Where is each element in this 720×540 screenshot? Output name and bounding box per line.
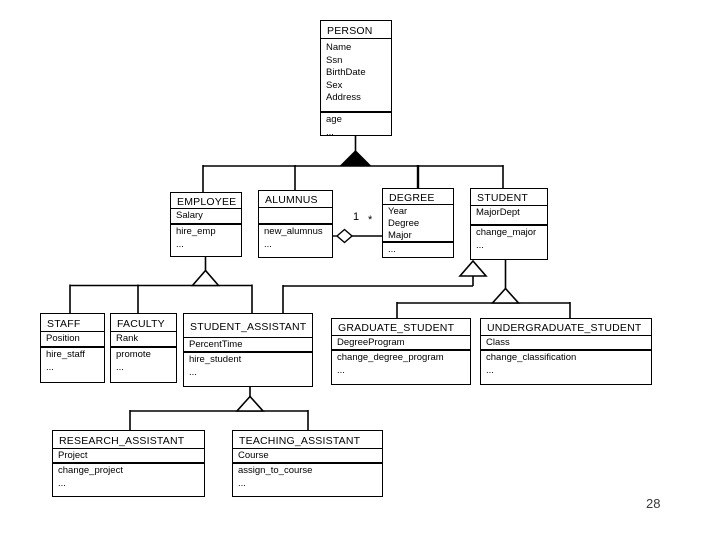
attribute-row: Course bbox=[238, 450, 269, 461]
class-operations: hire_emp ... bbox=[171, 225, 241, 256]
operation-row: new_alumnus bbox=[264, 226, 323, 237]
operation-row: hire_student bbox=[189, 354, 242, 365]
class-operations: change_degree_program ... bbox=[332, 351, 470, 384]
operation-row: promote bbox=[116, 349, 151, 360]
class-title: TEACHING_ASSISTANT bbox=[233, 431, 382, 449]
class-attributes: Project bbox=[53, 449, 204, 464]
attribute-row: Year bbox=[388, 206, 408, 217]
operation-row: hire_staff bbox=[46, 349, 85, 360]
student-open-triangle-bottom-icon bbox=[490, 287, 521, 304]
cardinality-one-label: 1 bbox=[353, 211, 360, 223]
attribute-row: Project bbox=[58, 450, 88, 461]
class-attributes: Course bbox=[233, 449, 382, 464]
operation-row: ... bbox=[476, 239, 484, 251]
class-operations: new_alumnus ... bbox=[259, 225, 332, 257]
page-number: 28 bbox=[646, 496, 661, 511]
attribute-row: Position bbox=[46, 333, 80, 344]
class-operations: ... bbox=[383, 243, 453, 257]
class-attributes: Salary bbox=[171, 209, 241, 225]
class-title: GRADUATE_STUDENT bbox=[332, 319, 470, 336]
class-title: STUDENT_ASSISTANT bbox=[184, 314, 312, 338]
class-operations: promote ... bbox=[111, 348, 176, 382]
attribute-row: Ssn bbox=[326, 54, 343, 66]
class-attributes bbox=[259, 208, 332, 225]
operation-row: ... bbox=[189, 366, 197, 378]
class-attributes: MajorDept bbox=[471, 206, 547, 226]
attribute-row: Name bbox=[326, 42, 352, 53]
class-box-undergraduate-student: UNDERGRADUATE_STUDENT Class change_class… bbox=[480, 318, 652, 385]
class-title: FACULTY bbox=[111, 314, 176, 332]
student-open-triangle-left-icon bbox=[458, 259, 488, 277]
class-operations: change_classification ... bbox=[481, 351, 651, 384]
attribute-row: Class bbox=[486, 337, 510, 348]
operation-row: ... bbox=[238, 477, 246, 489]
class-title: STUDENT bbox=[471, 189, 547, 206]
attribute-row: Major bbox=[388, 230, 412, 241]
operation-row: ... bbox=[58, 477, 66, 489]
class-attributes: DegreeProgram bbox=[332, 336, 470, 351]
class-operations: change_project ... bbox=[53, 464, 204, 496]
class-box-student: STUDENT MajorDept change_major ... bbox=[470, 188, 548, 260]
operation-row: ... bbox=[264, 238, 272, 250]
attribute-row: Rank bbox=[116, 333, 139, 344]
attribute-row: BirthDate bbox=[326, 67, 366, 78]
cardinality-many-label: * bbox=[368, 214, 373, 226]
operation-row: change_classification bbox=[486, 352, 577, 363]
operation-row: ... bbox=[46, 361, 54, 373]
class-box-alumnus: ALUMNUS new_alumnus ... bbox=[258, 190, 333, 258]
class-box-degree: DEGREE Year Degree Major ... bbox=[382, 188, 454, 258]
class-title: ALUMNUS bbox=[259, 191, 332, 208]
class-title: UNDERGRADUATE_STUDENT bbox=[481, 319, 651, 336]
class-attributes: Class bbox=[481, 336, 651, 351]
class-box-staff: STAFF Position hire_staff ... bbox=[40, 313, 105, 383]
attribute-row: PercentTime bbox=[189, 339, 243, 350]
class-operations: age ... bbox=[321, 113, 391, 135]
person-filled-triangle-icon bbox=[339, 150, 372, 166]
class-operations: hire_student ... bbox=[184, 353, 312, 386]
operation-row: change_major bbox=[476, 227, 537, 238]
operation-row: ... bbox=[337, 364, 345, 376]
class-title: EMPLOYEE bbox=[171, 193, 241, 209]
class-title: DEGREE bbox=[383, 189, 453, 205]
operation-row: assign_to_course bbox=[238, 465, 313, 476]
operation-row: ... bbox=[486, 364, 494, 376]
operation-row: change_project bbox=[58, 465, 123, 476]
attribute-row: Address bbox=[326, 92, 361, 103]
operation-row: hire_emp bbox=[176, 226, 216, 237]
class-box-research-assistant: RESEARCH_ASSISTANT Project change_projec… bbox=[52, 430, 205, 497]
attribute-row: Salary bbox=[176, 210, 203, 221]
class-title: STAFF bbox=[41, 314, 104, 332]
class-attributes: Position bbox=[41, 332, 104, 348]
attribute-row: Sex bbox=[326, 79, 343, 91]
class-box-student-assistant: STUDENT_ASSISTANT PercentTime hire_stude… bbox=[183, 313, 313, 387]
class-title: RESEARCH_ASSISTANT bbox=[53, 431, 204, 449]
class-box-employee: EMPLOYEE Salary hire_emp ... bbox=[170, 192, 242, 257]
attribute-row: MajorDept bbox=[476, 207, 520, 218]
operation-row: change_degree_program bbox=[337, 352, 444, 363]
class-title: PERSON bbox=[321, 21, 391, 39]
operation-row: ... bbox=[176, 238, 184, 250]
operation-row: age bbox=[326, 114, 342, 125]
class-attributes: Rank bbox=[111, 332, 176, 348]
operation-row: ... bbox=[116, 361, 124, 373]
student-assistant-open-triangle-icon bbox=[235, 395, 265, 412]
operation-row: ... bbox=[388, 244, 396, 255]
class-operations: change_major ... bbox=[471, 226, 547, 259]
relationship-diamond-icon bbox=[335, 228, 354, 244]
class-box-person: PERSON Name Ssn BirthDate Sex Address ag… bbox=[320, 20, 392, 136]
class-box-graduate-student: GRADUATE_STUDENT DegreeProgram change_de… bbox=[331, 318, 471, 385]
attribute-row: Degree bbox=[388, 218, 420, 229]
class-attributes: PercentTime bbox=[184, 338, 312, 353]
attribute-row: DegreeProgram bbox=[337, 337, 405, 348]
class-box-faculty: FACULTY Rank promote ... bbox=[110, 313, 177, 383]
class-box-teaching-assistant: TEACHING_ASSISTANT Course assign_to_cour… bbox=[232, 430, 383, 497]
class-operations: assign_to_course ... bbox=[233, 464, 382, 496]
class-operations: hire_staff ... bbox=[41, 348, 104, 382]
employee-open-triangle-icon bbox=[190, 269, 221, 287]
class-attributes: Name Ssn BirthDate Sex Address bbox=[321, 39, 391, 113]
class-attributes: Year Degree Major bbox=[383, 205, 453, 243]
operation-row: ... bbox=[326, 126, 334, 136]
